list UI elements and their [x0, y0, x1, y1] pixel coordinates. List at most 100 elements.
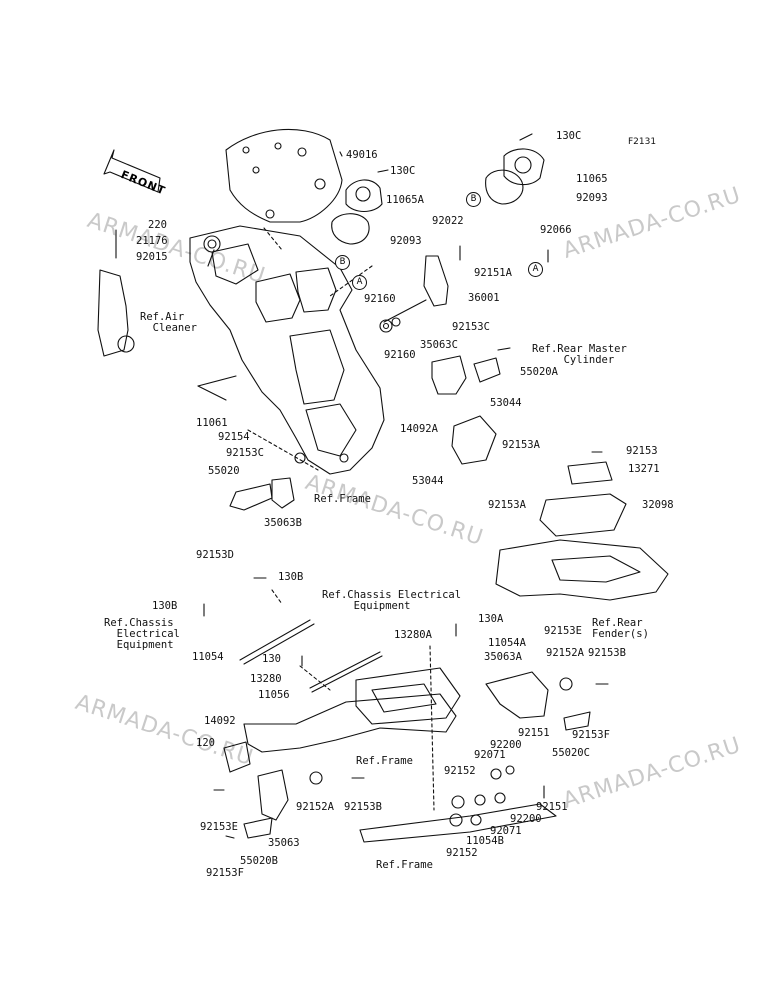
tray-32098: [539, 493, 627, 537]
part-label: 92153F: [206, 867, 244, 879]
ref-rear-fender: Ref.Rear Fender(s): [592, 617, 649, 641]
rail-11056: [309, 651, 381, 689]
part-label: 11061: [196, 417, 228, 429]
part-label: 92071: [490, 825, 522, 837]
ref-air-cleaner: Ref.Air Cleaner: [140, 311, 197, 335]
part-label: 55020C: [552, 747, 590, 759]
part-label: 130C: [556, 130, 582, 142]
part-label: 92200: [510, 813, 542, 825]
part-label: 35063C: [420, 339, 458, 351]
part-label: 35063A: [484, 651, 522, 663]
cap-11065a: [345, 179, 383, 213]
part-label: 92151A: [474, 267, 512, 279]
part-label: 130A: [478, 613, 504, 625]
part-label: 120: [196, 737, 215, 749]
part-label: 55020B: [240, 855, 278, 867]
part-label: 92200: [490, 739, 522, 751]
main-frame: [189, 225, 385, 475]
part-label: 92160: [364, 293, 396, 305]
bracket-36001: [423, 255, 449, 307]
part-label: 92093: [576, 192, 608, 204]
guard-55020b: [243, 817, 273, 839]
part-label: 13280A: [394, 629, 432, 641]
part-label: 92152: [446, 847, 478, 859]
part-label: 92153B: [344, 801, 382, 813]
part-label: 11054B: [466, 835, 504, 847]
front-arrow-icon: [103, 149, 161, 193]
part-label: 130C: [390, 165, 416, 177]
part-label: 92071: [474, 749, 506, 761]
part-label: 53044: [412, 475, 444, 487]
callout-b-2: B: [466, 192, 481, 207]
part-label: 55020: [208, 465, 240, 477]
guard-55020: [229, 483, 273, 511]
heel-guard-14092: [223, 741, 251, 773]
callout-a-1: A: [352, 275, 367, 290]
part-label: 92066: [540, 224, 572, 236]
footrest-bracket-left: [243, 693, 457, 753]
part-label: 35063: [268, 837, 300, 849]
air-cleaner-duct: [97, 269, 129, 357]
figure-id: F2131: [628, 137, 657, 147]
part-label: 92151: [518, 727, 550, 739]
cap-11065: [503, 148, 545, 186]
part-label: 92153E: [200, 821, 238, 833]
part-label: 11065: [576, 173, 608, 185]
arm-11054b: [359, 803, 557, 843]
callout-b-1: B: [335, 255, 350, 270]
gasket-92093-b: [331, 213, 370, 245]
part-label: 130B: [278, 571, 304, 583]
part-label: 92153E: [544, 625, 582, 637]
part-label: 32098: [642, 499, 674, 511]
part-label: 55020A: [520, 366, 558, 378]
part-label: 130: [262, 653, 281, 665]
part-label: 36001: [468, 292, 500, 304]
part-label: 220: [148, 219, 167, 231]
ref-rear-master-cylinder: Ref.Rear Master Cylinder: [532, 343, 627, 367]
ref-frame-c: Ref.Frame: [376, 859, 433, 871]
part-label: 92153F: [572, 729, 610, 741]
part-label: 13271: [628, 463, 660, 475]
part-label: 53044: [490, 397, 522, 409]
ref-frame-a: Ref.Frame: [314, 493, 371, 505]
bracket-35063b: [271, 477, 295, 509]
part-label: 11056: [258, 689, 290, 701]
bracket-35063: [257, 769, 289, 821]
guard-55020c: [563, 711, 591, 731]
part-label: 92152: [444, 765, 476, 777]
part-label: 14092: [204, 715, 236, 727]
part-label: 92152A: [546, 647, 584, 659]
guard-55020a: [473, 357, 501, 383]
bracket-35063c: [431, 355, 467, 395]
callout-a-2: A: [528, 262, 543, 277]
gasket-92093-a: [485, 169, 524, 205]
rod-11054: [239, 619, 311, 661]
part-label: 49016: [346, 149, 378, 161]
part-label: 92153D: [196, 549, 234, 561]
part-label: 92154: [218, 431, 250, 443]
part-label: 130B: [152, 600, 178, 612]
part-label: 92153C: [452, 321, 490, 333]
ref-chassis-electrical-b: Ref.Chassis Electrical Equipment: [104, 617, 180, 652]
part-label: 14092A: [400, 423, 438, 435]
rear-subframe: [495, 539, 669, 601]
ref-chassis-electrical-a: Ref.Chassis Electrical Equipment: [322, 589, 462, 613]
part-label: 11065A: [386, 194, 424, 206]
part-label: 13280: [250, 673, 282, 685]
cover-14092a: [451, 415, 497, 465]
part-label: 92151: [536, 801, 568, 813]
cover-49016: [225, 128, 343, 223]
part-label: 92153A: [502, 439, 540, 451]
part-label: 11054A: [488, 637, 526, 649]
part-label: 92153C: [226, 447, 264, 459]
part-label: 92153A: [488, 499, 526, 511]
bracket-35063a: [485, 671, 549, 719]
part-label: 21176: [136, 235, 168, 247]
ref-frame-b: Ref.Frame: [356, 755, 413, 767]
part-label: 92093: [390, 235, 422, 247]
part-label: 11054: [192, 651, 224, 663]
part-label: 92152A: [296, 801, 334, 813]
part-label: 92015: [136, 251, 168, 263]
part-label: 92022: [432, 215, 464, 227]
